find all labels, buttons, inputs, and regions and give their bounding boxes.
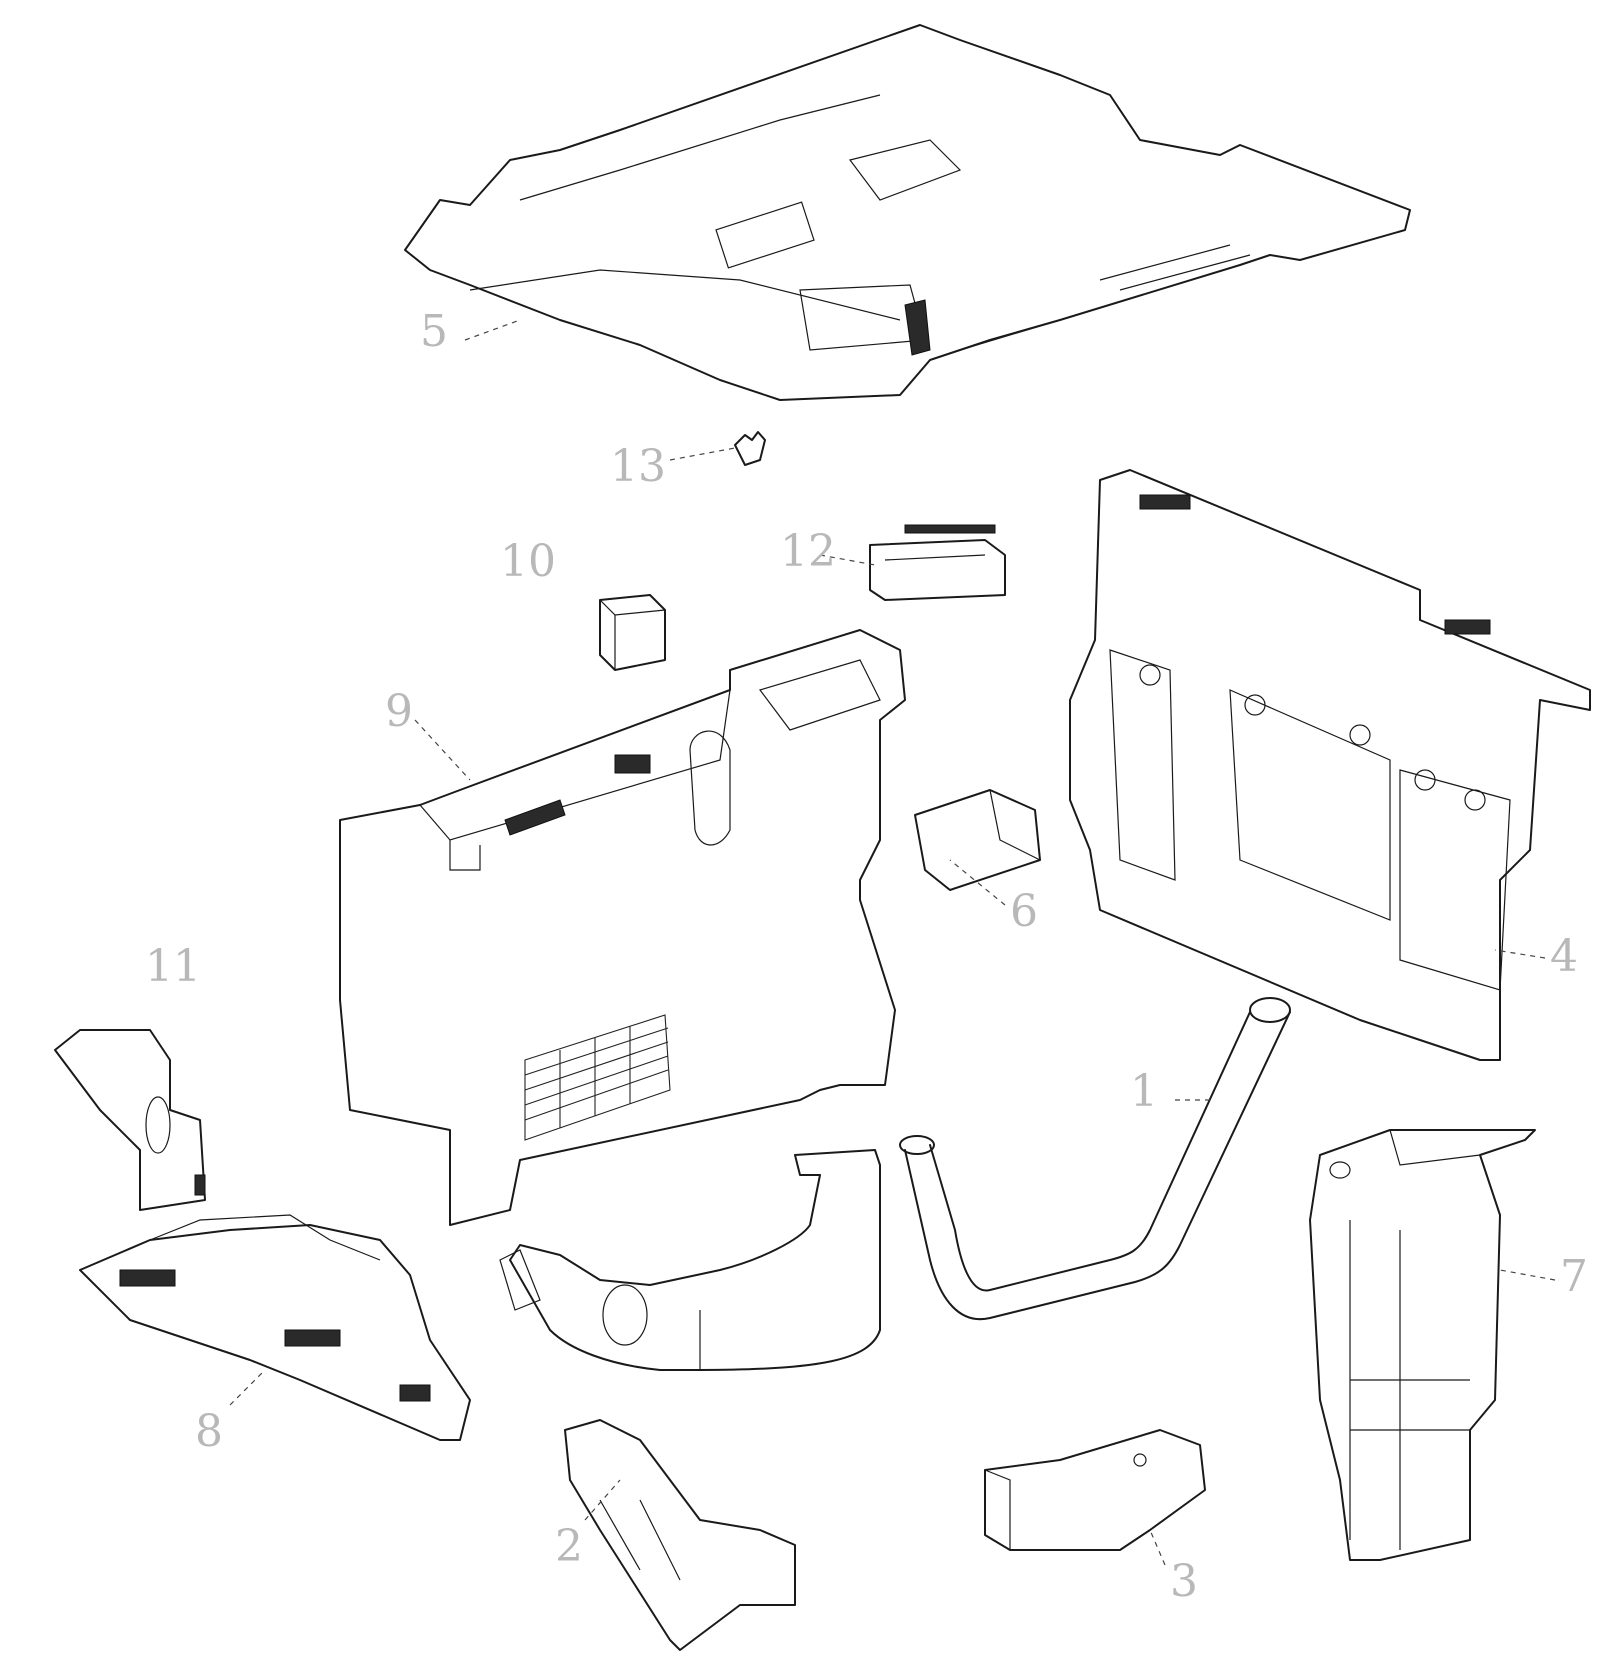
leader-lines	[229, 319, 1556, 1566]
callout-8: 8	[195, 1406, 223, 1457]
callout-10: 10	[500, 536, 556, 587]
pipe	[899, 997, 1291, 1321]
air-duct	[499, 1149, 881, 1371]
rear-panel	[1069, 469, 1591, 1061]
lower-right-bracket	[984, 1429, 1206, 1551]
small-plate	[914, 789, 1041, 891]
callout-3: 3	[1170, 1556, 1198, 1607]
left-bracket	[54, 1029, 206, 1211]
callout-7: 7	[1560, 1251, 1588, 1302]
bracket-box	[869, 524, 1006, 601]
callout-1: 1	[1130, 1066, 1158, 1117]
floor-panel	[404, 24, 1411, 401]
callout-6: 6	[1010, 886, 1038, 937]
main-housing	[339, 629, 906, 1226]
lower-center-bracket	[564, 1419, 796, 1651]
callout-2: 2	[555, 1521, 583, 1572]
callout-4: 4	[1550, 931, 1578, 982]
tall-right-duct	[1309, 1129, 1536, 1561]
callout-13: 13	[610, 441, 666, 492]
callout-5-top: 5	[420, 306, 448, 357]
callout-12: 12	[780, 526, 836, 577]
small-block	[599, 594, 666, 671]
lower-left-assembly	[79, 1214, 471, 1441]
callout-11: 11	[145, 941, 201, 992]
small-clip	[734, 431, 766, 466]
callout-9: 9	[385, 686, 413, 737]
